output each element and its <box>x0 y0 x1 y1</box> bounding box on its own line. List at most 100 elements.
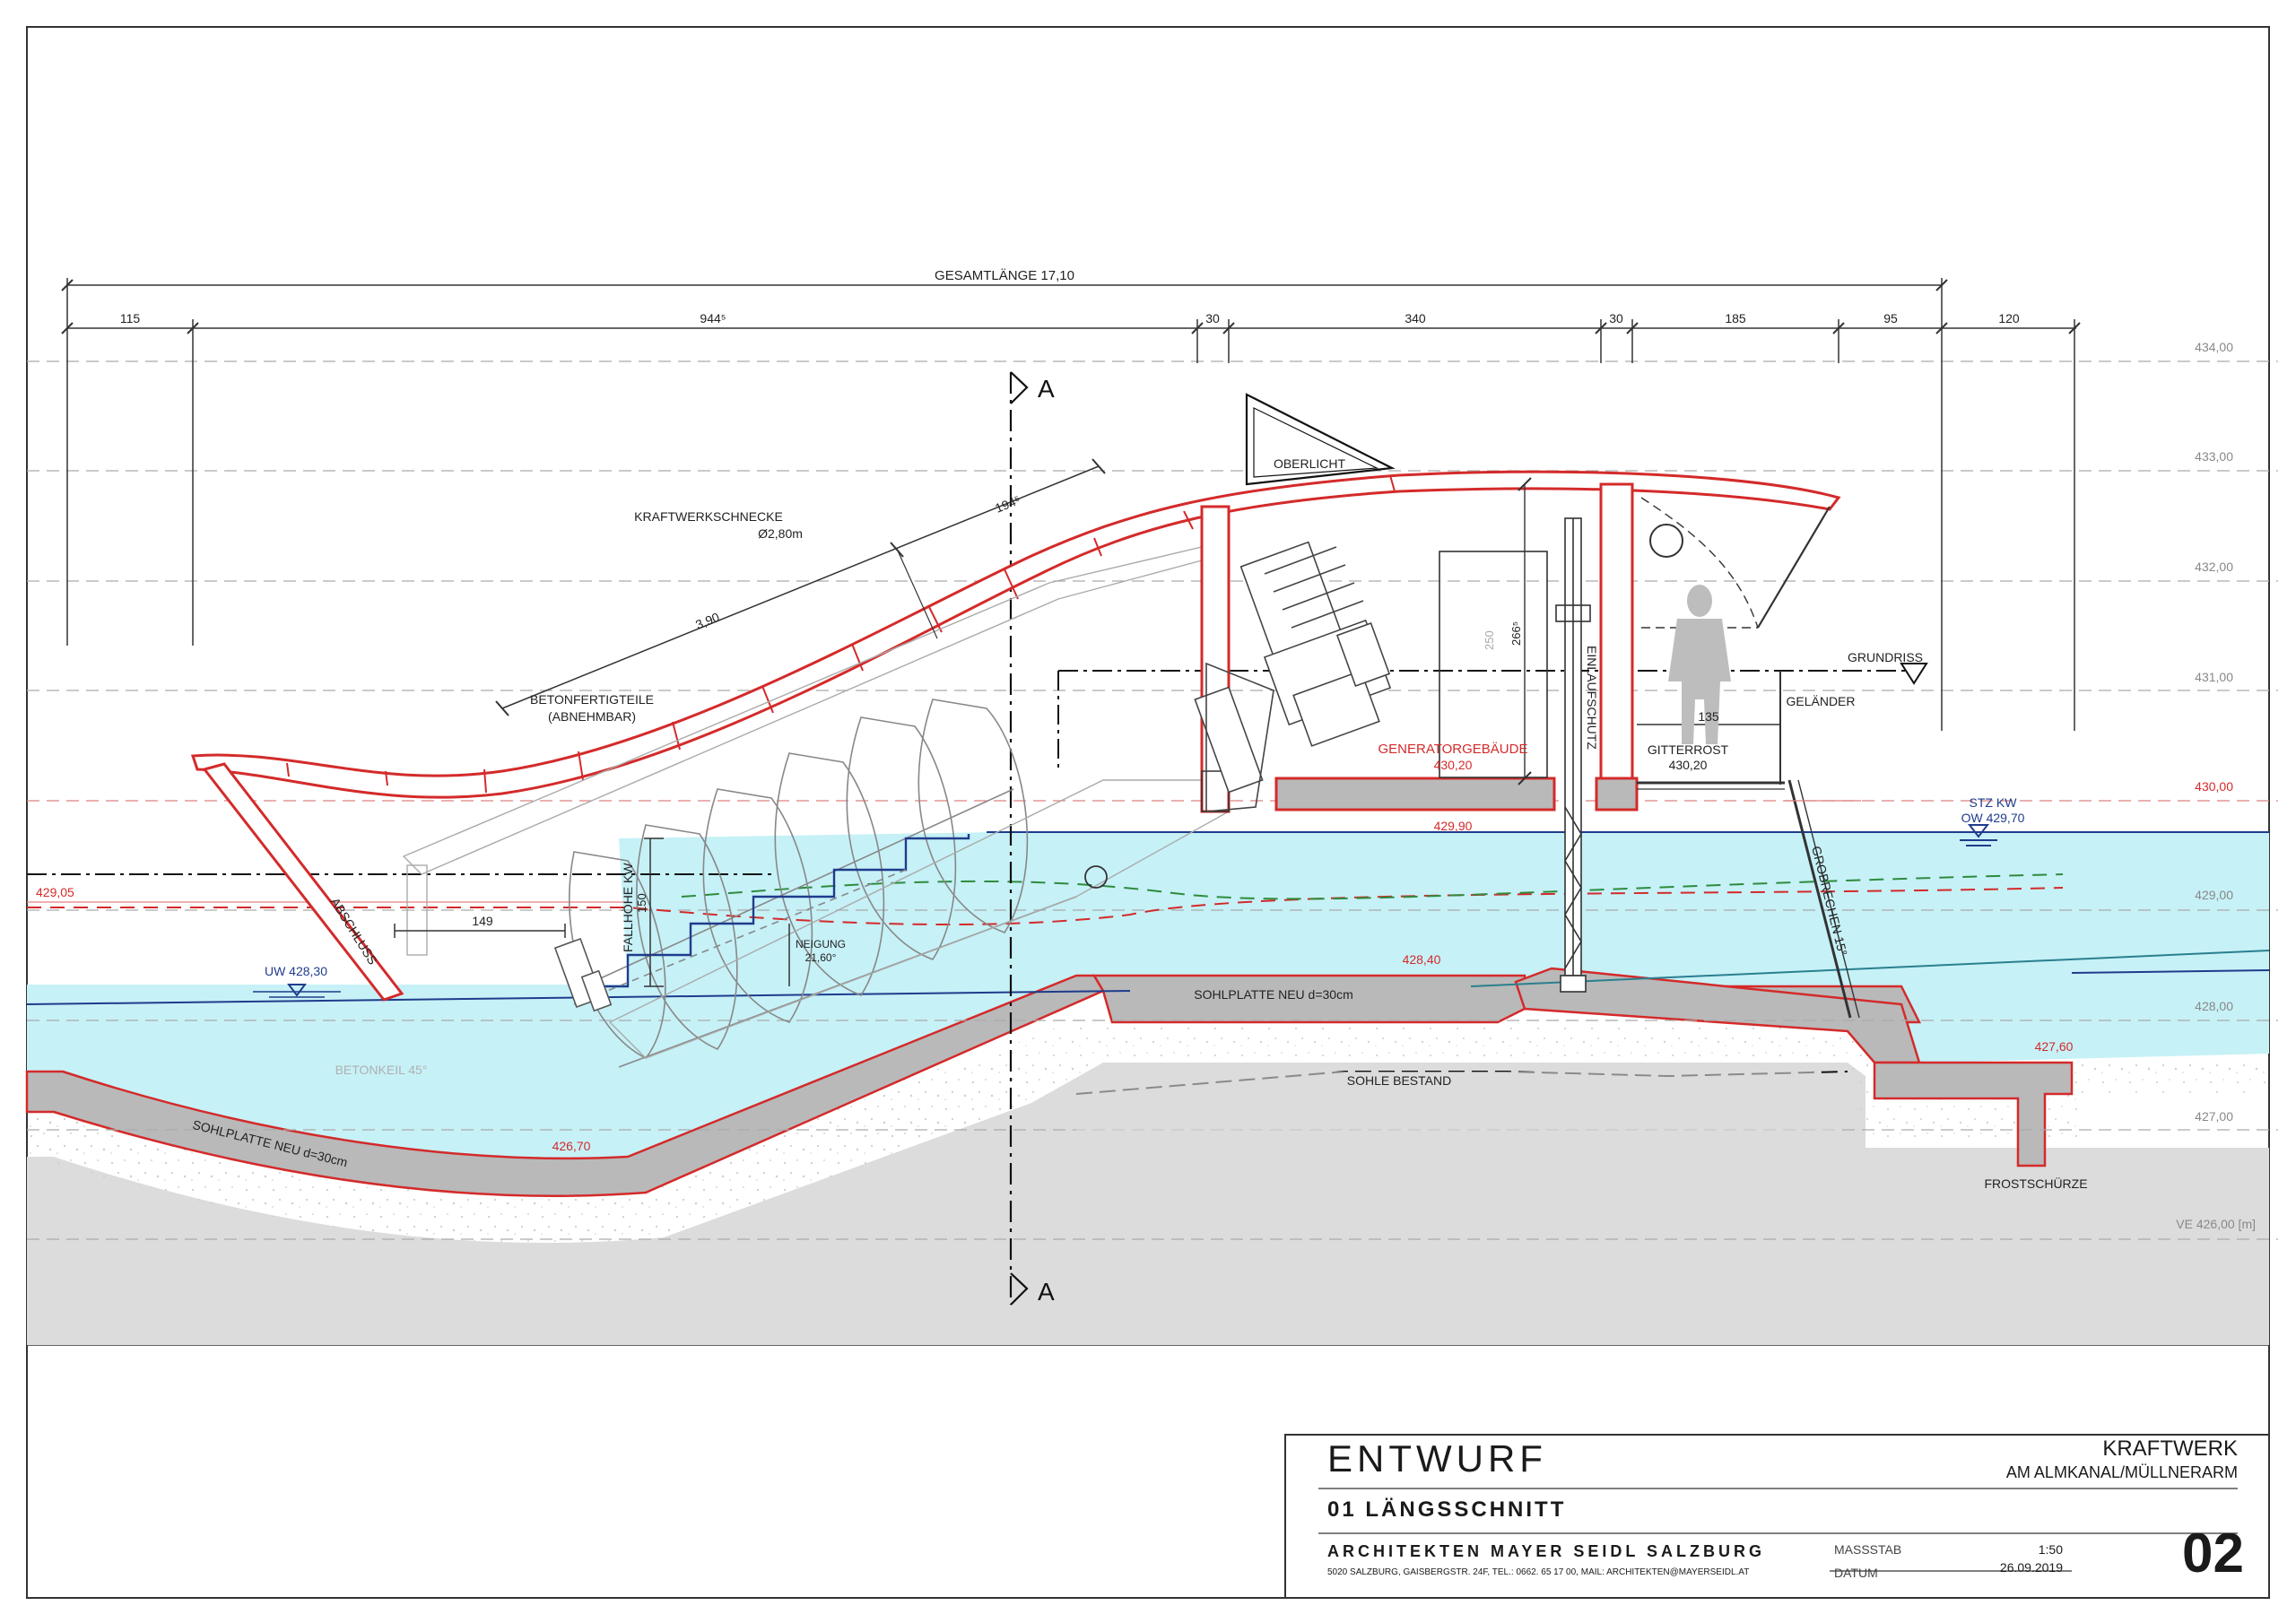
architect-name: ARCHITEKTEN MAYER SEIDL SALZBURG <box>1327 1542 1766 1560</box>
oberlicht-label: OBERLICHT <box>1274 456 1346 471</box>
gen-level-label: 430,20 <box>1434 758 1473 772</box>
elev-432: 432,00 <box>2195 560 2233 574</box>
section-a-bottom: A <box>1038 1278 1055 1306</box>
dim-seg-5: 185 <box>1725 311 1746 325</box>
person-silhouette <box>1668 585 1731 744</box>
elev-429: 429,00 <box>2195 888 2233 902</box>
fallhoehe-value: 150 <box>635 893 648 913</box>
sohle-bestand-label: SOHLE BESTAND <box>1347 1073 1451 1088</box>
lower-bearing <box>553 937 613 1012</box>
date-label: DATUM <box>1834 1566 1878 1580</box>
existing-bed-wedge <box>1076 1072 1839 1157</box>
uw-label: UW 428,30 <box>265 964 327 978</box>
screw-diameter-label: Ø2,80m <box>758 526 803 541</box>
cover-segments <box>286 474 1396 794</box>
dim-250-label: 250 <box>1483 630 1496 650</box>
elev-433: 433,00 <box>2195 449 2233 464</box>
dimension-chain <box>66 278 2076 731</box>
elev-427: 427,00 <box>2195 1109 2233 1124</box>
level-42905-label: 429,05 <box>36 885 74 899</box>
dimension-ticks <box>61 279 2081 334</box>
elev-434: 434,00 <box>2195 340 2233 354</box>
neigung-line <box>573 869 907 1005</box>
flow-line-red <box>27 887 2064 926</box>
project-line2: AM ALMKANAL/MÜLLNERARM <box>2005 1463 2238 1481</box>
ow-short-line <box>2071 969 2270 974</box>
grundriss-marker <box>1900 663 1928 685</box>
stz-kw-label: STZ KW <box>1970 795 2018 810</box>
dim-390-label: 3,90 <box>693 610 721 632</box>
sohlplatte-top-label: SOHLPLATTE NEU d=30cm <box>1194 987 1353 1002</box>
level-42990-label: 429,90 <box>1434 819 1473 833</box>
elev-430: 430,00 <box>2195 779 2233 794</box>
overall-dimension-label: GESAMTLÄNGE 17,10 <box>935 268 1074 283</box>
sheet-number: 02 <box>2182 1523 2244 1584</box>
ow-marker <box>1967 824 1990 838</box>
floor-right-block <box>1595 777 1639 812</box>
abnehmbar-label: (ABNEHMBAR) <box>548 709 636 724</box>
abschluss-wall <box>202 762 404 1002</box>
gitterrost-label: GITTERROST <box>1648 742 1729 757</box>
gitter-level-label: 430,20 <box>1669 758 1708 772</box>
level-42760-label: 427,60 <box>2035 1039 2074 1054</box>
dim-diagonal-extension <box>896 548 938 639</box>
dim-seg-2: 30 <box>1205 311 1220 325</box>
generator-wall-right <box>1599 482 1634 809</box>
ow-label: OW 429,70 <box>1961 811 2025 825</box>
neigung-value: 21,60° <box>805 951 837 964</box>
dim-194-label: 194⁵ <box>993 492 1022 516</box>
dim-149-label: 149 <box>472 914 493 928</box>
dim-seg-6: 95 <box>1883 311 1898 325</box>
section-a-top: A <box>1038 375 1055 403</box>
neigung-label: NEIGUNG <box>796 938 846 950</box>
dim-seg-7: 120 <box>1998 311 2020 325</box>
fallhoehe-label: FALLHÖHE KW <box>620 863 635 952</box>
status-label: ENTWURF <box>1327 1437 1547 1480</box>
scale-label: MASSSTAB <box>1834 1542 1902 1557</box>
screw-cover <box>190 470 1841 799</box>
architect-address: 5020 SALZBURG, GAISBERGSTR. 24F, TEL.: 0… <box>1327 1567 1750 1577</box>
betonfertigteile-label: BETONFERTIGTEILE <box>530 692 654 707</box>
grobrechen <box>1787 779 1852 1019</box>
drawing-title: 01 LÄNGSSCHNITT <box>1327 1497 1567 1522</box>
frostschuerze-label: FROSTSCHÜRZE <box>1984 1176 2087 1191</box>
generator-machine <box>1194 541 1392 812</box>
generatorgebaeude-label: GENERATORGEBÄUDE <box>1378 742 1528 757</box>
stair-profile <box>574 834 970 988</box>
uw-marker <box>287 984 307 997</box>
roof-light <box>1649 524 1683 558</box>
frostschuerze <box>1873 1061 2074 1167</box>
dim-diagonal <box>501 465 1100 709</box>
elev-428: 428,00 <box>2195 999 2233 1013</box>
door-frame <box>1439 551 1548 778</box>
level-42840-label: 428,40 <box>1403 952 1441 967</box>
betonkeil-label: BETONKEIL 45° <box>335 1063 428 1077</box>
section-arrow-top <box>1010 371 1029 404</box>
level-42670-label: 426,70 <box>552 1139 591 1153</box>
oberlicht-frame <box>1245 393 1396 486</box>
bearing-circle <box>1084 865 1108 889</box>
roof-right-edge <box>1757 506 1831 629</box>
date-value: 26.09.2019 <box>1999 1560 2063 1575</box>
sheet-frame <box>26 26 2270 1599</box>
dim-266-label: 266⁵ <box>1509 621 1523 646</box>
title-block <box>1284 1434 2270 1599</box>
dim-seg-4: 30 <box>1609 311 1623 325</box>
project-line1: KRAFTWERK <box>2102 1436 2238 1461</box>
grundriss-label: GRUNDRISS <box>1848 650 1923 664</box>
section-arrow-bottom <box>1010 1272 1029 1306</box>
einlaufschutz-column <box>1555 517 1591 993</box>
ow-gradient-line <box>1470 950 2270 987</box>
scale-value: 1:50 <box>2038 1542 2063 1557</box>
einlaufschutz-label: EINLAUFSCHUTZ <box>1585 646 1599 750</box>
screw-trough-back <box>402 546 1203 875</box>
screw-name-label: KRAFTWERKSCHNECKE <box>634 509 783 524</box>
generator-floor <box>1274 777 1556 812</box>
elev-431: 431,00 <box>2195 670 2233 684</box>
elev-ve426: VE 426,00 [m] <box>2176 1217 2256 1231</box>
dim-seg-0: 115 <box>120 311 141 325</box>
dim-135-label: 135 <box>1698 709 1719 724</box>
gelaender-label: GELÄNDER <box>1786 694 1855 708</box>
water-screw-zone <box>619 832 1094 986</box>
flow-line-green <box>681 873 2064 900</box>
